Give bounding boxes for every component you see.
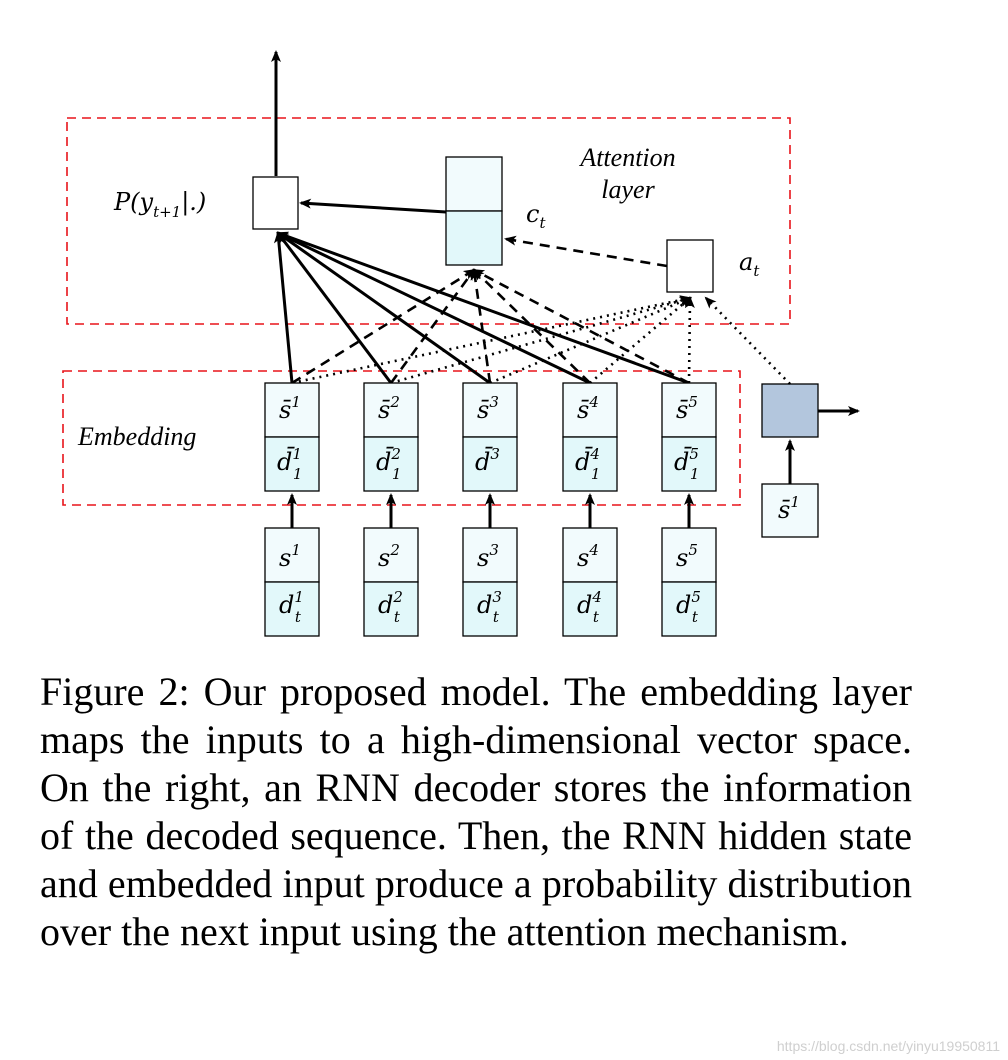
embedded-s-cell	[661, 382, 717, 438]
input-d-cell	[562, 581, 618, 637]
input-s-cell	[462, 527, 518, 583]
context-to-output-arrow	[299, 198, 447, 214]
embedding-to-weight-dotted	[589, 296, 692, 384]
source-watermark: https://blog.csdn.net/yinyu19950811	[776, 1038, 1000, 1054]
embedded-s-cell	[562, 382, 618, 438]
input-s-cell	[363, 527, 419, 583]
embedded-d-cell	[562, 436, 618, 492]
embedded-d-cell	[462, 436, 518, 492]
input-s-label: s3	[477, 541, 499, 572]
output-probability-box	[252, 176, 299, 230]
embedding-to-context-arrow	[470, 268, 492, 384]
embedding-to-weight-dotted	[291, 295, 692, 385]
input-d-cell	[264, 581, 320, 637]
decoder-input-label: s̄1	[778, 493, 800, 524]
attention-weight-label: at	[739, 248, 760, 280]
connection-lines	[273, 231, 695, 385]
embedded-s-cell	[363, 382, 419, 438]
embedding-to-output-arrow	[276, 231, 591, 385]
attention-layer-region	[66, 117, 791, 325]
embedding-to-context-arrow	[291, 268, 476, 385]
attention-layer-label-line2: layer	[601, 175, 655, 204]
embedded-s-label: s̄2	[378, 393, 400, 424]
embedding-to-output-arrow	[276, 231, 393, 384]
rnn-decoder-state-box	[761, 383, 819, 438]
embedded-d-label: d̄3	[475, 445, 500, 476]
embedding-to-context-arrow	[389, 268, 476, 384]
attention-weight-box	[666, 239, 714, 293]
input-s-cell	[264, 527, 320, 583]
embedding-to-context-arrow	[472, 268, 591, 384]
embedding-layer-label: Embedding	[77, 422, 196, 451]
embedding-layer-region	[62, 370, 741, 506]
embedded-s-label: s̄3	[477, 393, 499, 424]
embedded-s-label: s̄4	[577, 393, 599, 424]
context-vector-label: ct	[526, 200, 546, 232]
input-s-label: s1	[279, 541, 301, 572]
input-s-cell	[562, 527, 618, 583]
context-vector-bottom-cell	[445, 210, 503, 266]
embedded-s-label: s̄1	[279, 393, 301, 424]
embedding-to-weight-dotted	[684, 296, 695, 384]
embedding-to-output-arrow	[276, 231, 690, 385]
attention-layer-label-line1: Attention	[578, 143, 675, 172]
embedded-d-cell	[661, 436, 717, 492]
embedded-d-cell	[264, 436, 320, 492]
embedded-s-cell	[462, 382, 518, 438]
input-s-label: s2	[378, 541, 400, 572]
rnn-to-attention-dotted	[704, 296, 791, 385]
embedded-s-label: s̄5	[676, 393, 698, 424]
model-diagram: P(yt+1|.) ct at Attention layer Embeddin…	[62, 50, 860, 637]
embedding-to-weight-dotted	[390, 295, 692, 385]
context-vector-top-cell	[445, 156, 503, 212]
embedding-to-context-arrow	[472, 268, 690, 385]
weight-to-context-arrow	[504, 235, 668, 268]
input-d-cell	[661, 581, 717, 637]
output-probability-label: P(yt+1|.)	[113, 188, 206, 221]
input-d-cell	[363, 581, 419, 637]
input-s-label: s5	[676, 541, 698, 572]
embedded-s-cell	[264, 382, 320, 438]
embedding-to-output-arrow	[273, 231, 294, 384]
embedding-to-weight-dotted	[489, 296, 692, 385]
figure-caption: Figure 2: Our proposed model. The embedd…	[40, 669, 912, 954]
embedded-d-cell	[363, 436, 419, 492]
embedding-to-output-arrow	[276, 231, 491, 385]
input-s-label: s4	[577, 541, 599, 572]
decoder-input-box	[761, 483, 819, 538]
input-d-cell	[462, 581, 518, 637]
